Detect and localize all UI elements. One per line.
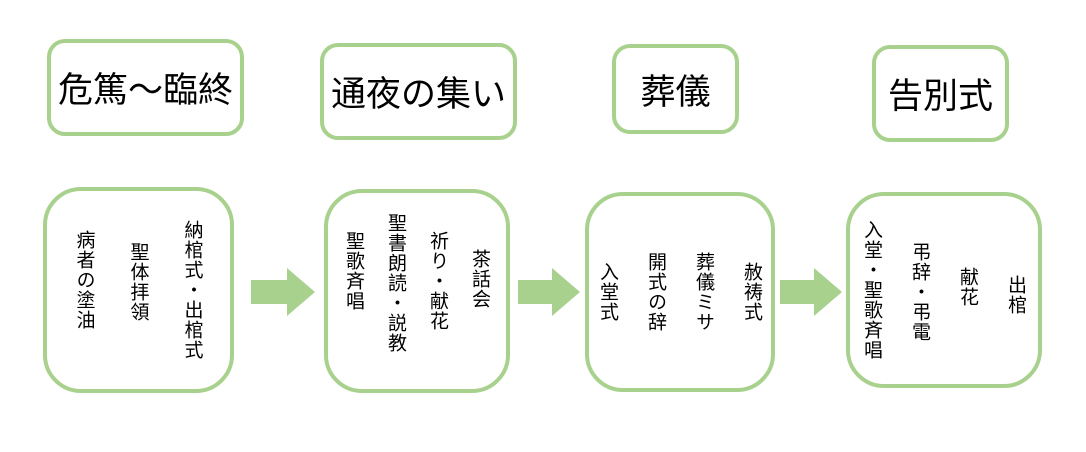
step-item: 納棺式・出棺式	[181, 220, 204, 360]
stage-steps-2: 茶話会 祈り・献花 聖書朗読・説教 聖歌斉唱	[324, 189, 510, 393]
step-item: 開式の辞	[645, 252, 667, 332]
stage-steps-1: 納棺式・出棺式 聖体拝領 病者の塗油	[43, 187, 234, 393]
step-item: 入堂式	[597, 262, 619, 322]
step-item: 聖書朗読・説教	[385, 213, 407, 353]
step-item: 出棺	[1005, 275, 1027, 315]
stage-title-3-text: 葬儀	[640, 72, 711, 113]
step-item: 赦祷式	[741, 262, 763, 322]
arrow-right-icon	[251, 268, 315, 316]
step-item: 聖歌斉唱	[343, 231, 365, 311]
step-item: 聖体拝領	[127, 242, 150, 322]
stage-title-2: 通夜の集い	[320, 43, 517, 140]
stage-title-4-text: 告別式	[887, 77, 993, 117]
stage-title-1: 危篤～臨終	[47, 39, 244, 136]
stage-title-3: 葬儀	[612, 44, 739, 134]
stage-title-4: 告別式	[872, 45, 1009, 142]
step-item: 祈り・献花	[427, 231, 449, 331]
stage-title-2-text: 通夜の集い	[330, 75, 506, 115]
stage-title-1-text: 危篤～臨終	[57, 71, 233, 111]
stage-steps-4: 出棺 献花 弔辞・弔電 入堂・聖歌斉唱	[846, 192, 1042, 388]
step-item: 茶話会	[469, 249, 491, 309]
step-item: 入堂・聖歌斉唱	[861, 220, 883, 360]
step-item: 献花	[957, 267, 979, 307]
step-item: 葬儀ミサ	[693, 252, 715, 332]
step-item: 病者の塗油	[73, 230, 96, 330]
arrow-right-icon	[518, 268, 580, 316]
step-item: 弔辞・弔電	[909, 242, 931, 342]
stage-steps-3: 赦祷式 葬儀ミサ 開式の辞 入堂式	[585, 192, 775, 392]
arrow-right-icon	[780, 268, 842, 316]
